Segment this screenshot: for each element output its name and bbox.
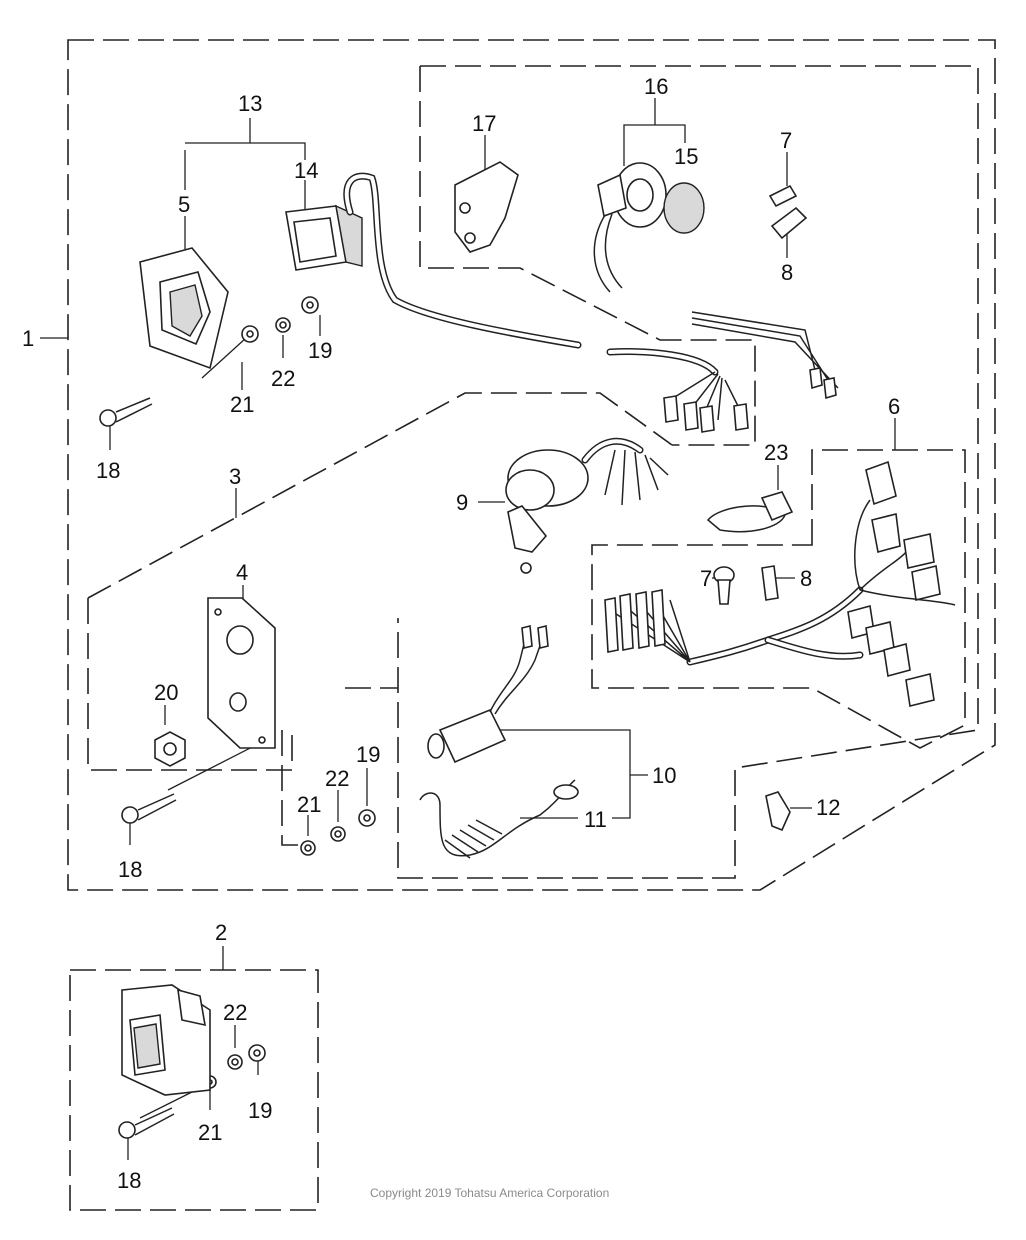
callout-11: 11 bbox=[584, 807, 607, 832]
callout-12: 12 bbox=[816, 795, 840, 820]
callout-14: 14 bbox=[294, 158, 318, 183]
cap-15 bbox=[663, 182, 705, 234]
callout-1: 1 bbox=[22, 326, 34, 351]
plug-7-b bbox=[713, 566, 735, 605]
group-6-boundary bbox=[591, 449, 966, 749]
panel-4 bbox=[207, 597, 276, 749]
callout-13: 13 bbox=[238, 91, 262, 116]
callout-22c: 22 bbox=[223, 1000, 247, 1025]
harness-top-right bbox=[606, 311, 839, 433]
group-subassembly-boundary bbox=[397, 65, 979, 879]
callout-18a: 18 bbox=[96, 458, 120, 483]
group-top-box-boundary bbox=[419, 66, 756, 446]
group-1-boundary bbox=[67, 39, 996, 891]
callout-22a: 22 bbox=[271, 366, 295, 391]
callout-7a: 7 bbox=[780, 128, 792, 153]
key-switch-9 bbox=[505, 437, 669, 574]
group-2-boundary bbox=[69, 969, 319, 1211]
callout-7b: 7 bbox=[700, 566, 712, 591]
callout-19a: 19 bbox=[308, 338, 332, 363]
callout-23: 23 bbox=[764, 440, 788, 465]
callout-17: 17 bbox=[472, 111, 496, 136]
callout-5: 5 bbox=[178, 192, 190, 217]
callout-18b: 18 bbox=[118, 857, 142, 882]
lanyard-11 bbox=[419, 779, 579, 859]
harness-6 bbox=[604, 460, 956, 707]
plug-7-a bbox=[768, 184, 798, 208]
clip-12 bbox=[765, 791, 791, 832]
sleeve-8-a bbox=[770, 206, 808, 240]
callout-8a: 8 bbox=[781, 260, 793, 285]
callout-21c: 21 bbox=[198, 1120, 222, 1145]
callout-22b: 22 bbox=[325, 766, 349, 791]
callout-15: 15 bbox=[674, 144, 698, 169]
callout-18c: 18 bbox=[117, 1168, 141, 1193]
washers-nuts-top bbox=[241, 296, 319, 343]
callout-19c: 19 bbox=[248, 1098, 272, 1123]
callout-labels: 1 2 3 4 5 6 7 7 8 8 9 10 11 12 13 14 15 … bbox=[22, 74, 900, 1193]
callout-21b: 21 bbox=[297, 792, 321, 817]
screw-18-a bbox=[99, 397, 153, 427]
callout-2: 2 bbox=[215, 920, 227, 945]
screw-18-b bbox=[121, 793, 177, 824]
rocker-switch-2 bbox=[121, 984, 211, 1096]
callout-19b: 19 bbox=[356, 742, 380, 767]
clip-23 bbox=[706, 491, 794, 533]
copyright-notice: Copyright 2019 Tohatsu America Corporati… bbox=[370, 1186, 610, 1200]
group-3-boundary bbox=[87, 392, 673, 771]
callout-20: 20 bbox=[154, 680, 178, 705]
mounting-plate-5 bbox=[139, 247, 229, 370]
washers-nuts-mid bbox=[154, 731, 376, 856]
switch-16 bbox=[593, 162, 667, 293]
bracket-17 bbox=[454, 161, 519, 253]
washers-nuts-bottom bbox=[203, 1044, 266, 1089]
callout-3: 3 bbox=[229, 464, 241, 489]
callout-6: 6 bbox=[888, 394, 900, 419]
stop-switch-10 bbox=[427, 624, 549, 764]
callout-16: 16 bbox=[644, 74, 668, 99]
callout-8b: 8 bbox=[800, 566, 812, 591]
group-10-boundary bbox=[281, 687, 398, 846]
callout-21a: 21 bbox=[230, 392, 254, 417]
sleeve-8-b bbox=[761, 565, 779, 601]
callout-10: 10 bbox=[652, 763, 676, 788]
screw-18-c bbox=[118, 1107, 175, 1139]
callout-4: 4 bbox=[236, 560, 248, 585]
callout-9: 9 bbox=[456, 490, 468, 515]
switch-14 bbox=[285, 172, 582, 349]
